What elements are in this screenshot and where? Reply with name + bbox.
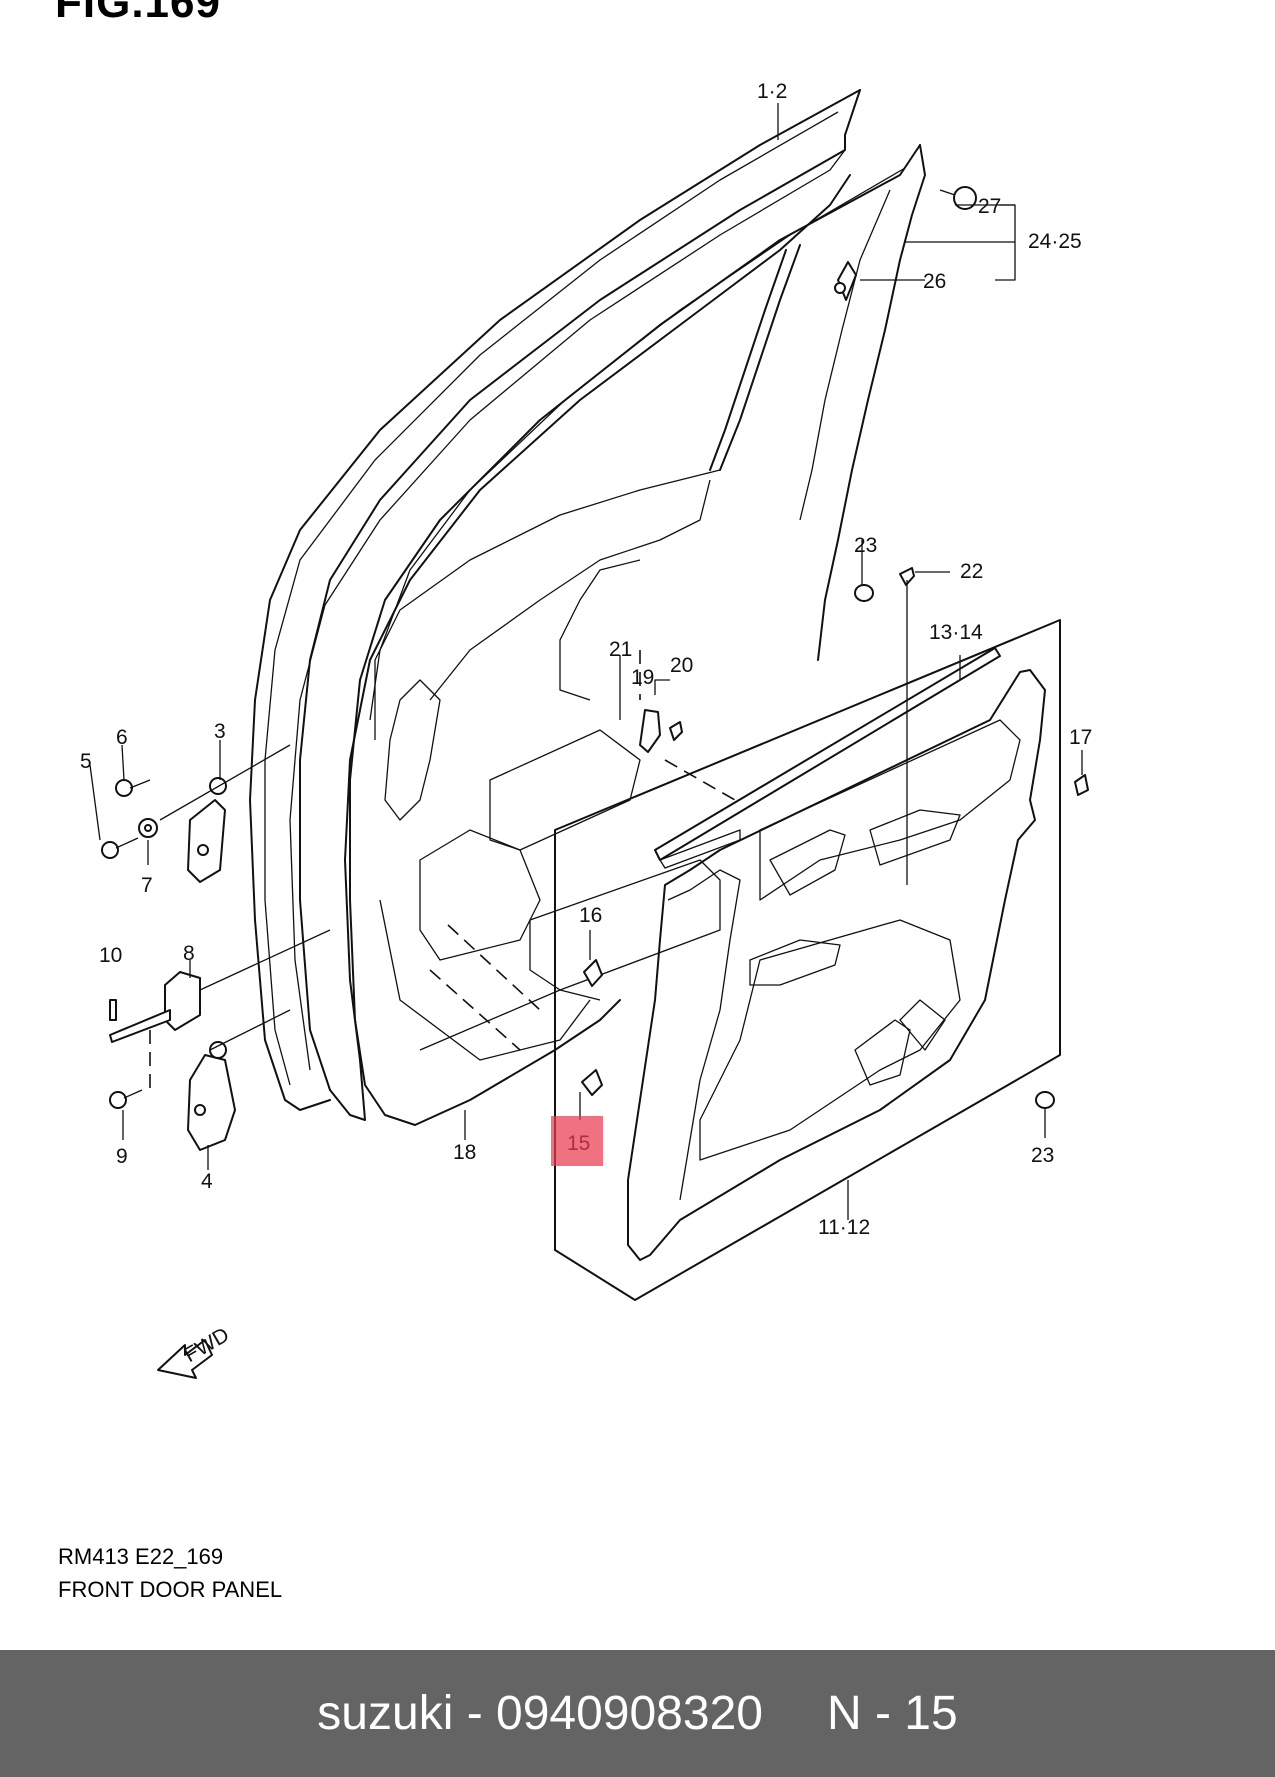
callout-19: 19 bbox=[631, 666, 654, 689]
callout-6: 6 bbox=[116, 726, 128, 749]
footer-part-number: suzuki - 0940908320 bbox=[317, 1687, 763, 1740]
callout-21: 21 bbox=[609, 638, 632, 661]
fwd-arrow-icon: FWD bbox=[157, 1323, 233, 1379]
footer-reference: N - 15 bbox=[826, 1687, 958, 1740]
callout-11-12: 11·12 bbox=[818, 1216, 870, 1239]
callout-labels: 1·2 27 24·25 26 23 22 13·14 17 21 20 19 … bbox=[80, 80, 1092, 1239]
assembly-guide-lines bbox=[149, 650, 736, 1090]
door-check bbox=[109, 929, 331, 1043]
exploded-view-drawing: FWD 1·2 27 24·25 26 23 22 13·14 17 21 20… bbox=[80, 80, 1092, 1379]
callout-26: 26 bbox=[923, 270, 946, 293]
figure-code: RM413 E22_169 bbox=[58, 1544, 224, 1569]
callout-3: 3 bbox=[214, 720, 226, 743]
callout-16: 16 bbox=[579, 904, 602, 927]
leader-lines bbox=[89, 103, 1083, 1220]
callout-7: 7 bbox=[141, 874, 153, 897]
bolts bbox=[101, 186, 1089, 1109]
callout-5: 5 bbox=[80, 750, 92, 773]
callout-4: 4 bbox=[201, 1170, 213, 1193]
callout-8: 8 bbox=[183, 942, 195, 965]
callout-24-25: 24·25 bbox=[1028, 230, 1082, 253]
callout-20: 20 bbox=[670, 654, 693, 677]
callout-17: 17 bbox=[1069, 726, 1092, 749]
callout-18: 18 bbox=[453, 1141, 476, 1164]
callout-9: 9 bbox=[116, 1145, 128, 1168]
footer-bar: suzuki - 0940908320 N - 15 bbox=[0, 1650, 1275, 1777]
door-inner-panel bbox=[349, 144, 926, 1126]
fwd-label: FWD bbox=[180, 1323, 233, 1367]
callout-1-2: 1·2 bbox=[757, 80, 787, 103]
door-trim-panel bbox=[554, 619, 1061, 1301]
highlighted-part-marker bbox=[551, 1116, 603, 1166]
callout-13-14: 13·14 bbox=[929, 621, 983, 644]
callout-22: 22 bbox=[960, 560, 983, 583]
callout-23-lower: 23 bbox=[1031, 1144, 1054, 1167]
figure-heading: FIG.169 bbox=[55, 0, 221, 27]
hinge-upper bbox=[159, 744, 291, 883]
callout-23-upper: 23 bbox=[854, 534, 877, 557]
hinge-lower bbox=[187, 1009, 291, 1151]
callout-10: 10 bbox=[99, 944, 122, 967]
callout-27: 27 bbox=[978, 195, 1001, 218]
door-frame-outline bbox=[249, 89, 861, 1121]
parts-diagram: FWD 1·2 27 24·25 26 23 22 13·14 17 21 20… bbox=[80, 80, 1092, 1379]
figure-title: FRONT DOOR PANEL bbox=[58, 1577, 283, 1602]
